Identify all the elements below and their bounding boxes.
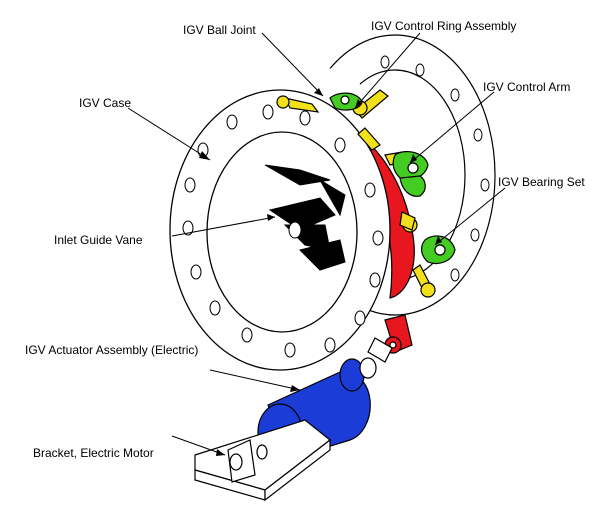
- leader-bracket: [171, 435, 226, 456]
- motor-bracket: [194, 419, 331, 502]
- leader-arrowheads: [199, 88, 442, 456]
- vane-hub: [288, 221, 302, 239]
- label-igv-case: IGV Case: [79, 96, 132, 110]
- label-bracket: Bracket, Electric Motor: [33, 446, 154, 460]
- leader-bearing-set: [434, 187, 506, 246]
- label-bearing-set: IGV Bearing Set: [498, 175, 585, 189]
- rear-flange-bolt-holes: [380, 55, 490, 282]
- label-inlet-vane: Inlet Guide Vane: [54, 233, 143, 247]
- label-ball-joint: IGV Ball Joint: [183, 23, 256, 37]
- leader-actuator: [209, 369, 301, 391]
- label-control-ring: IGV Control Ring Assembly: [371, 19, 517, 33]
- bearing-sets: [329, 92, 456, 265]
- leader-control-ring: [354, 32, 421, 109]
- leader-lines: [127, 32, 506, 456]
- leader-ball-joint: [261, 32, 324, 97]
- leader-inlet-vane: [171, 216, 276, 237]
- actuator-linkage: [367, 314, 413, 363]
- leader-igv-case: [127, 107, 211, 161]
- label-control-arm: IGV Control Arm: [483, 80, 571, 94]
- leader-control-arm: [409, 91, 495, 164]
- label-actuator: IGV Actuator Assembly (Electric): [25, 343, 199, 357]
- control-arms: [276, 89, 436, 298]
